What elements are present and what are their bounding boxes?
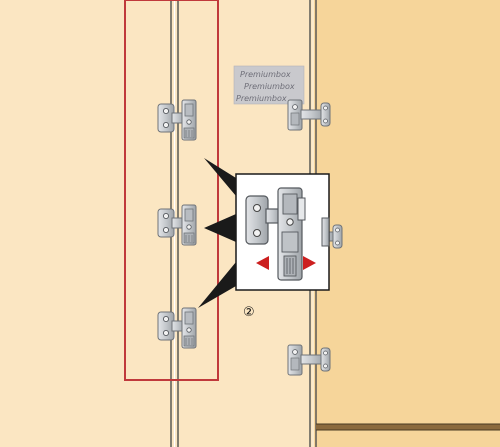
sticker: Premiumbox Premiumbox Premiumbox	[233, 65, 305, 105]
callout-pointers	[198, 158, 236, 308]
sticker-line-2: Premiumbox	[244, 82, 295, 91]
marker-left	[256, 256, 269, 270]
marker-right	[303, 256, 316, 270]
detail-inset	[235, 173, 330, 291]
highlight-frame	[124, 0, 219, 381]
sticker-line-1: Premiumbox	[240, 70, 291, 79]
right-door-panel	[309, 0, 500, 447]
sticker-line-3: Premiumbox	[236, 94, 287, 103]
step-number: ②	[243, 305, 255, 320]
